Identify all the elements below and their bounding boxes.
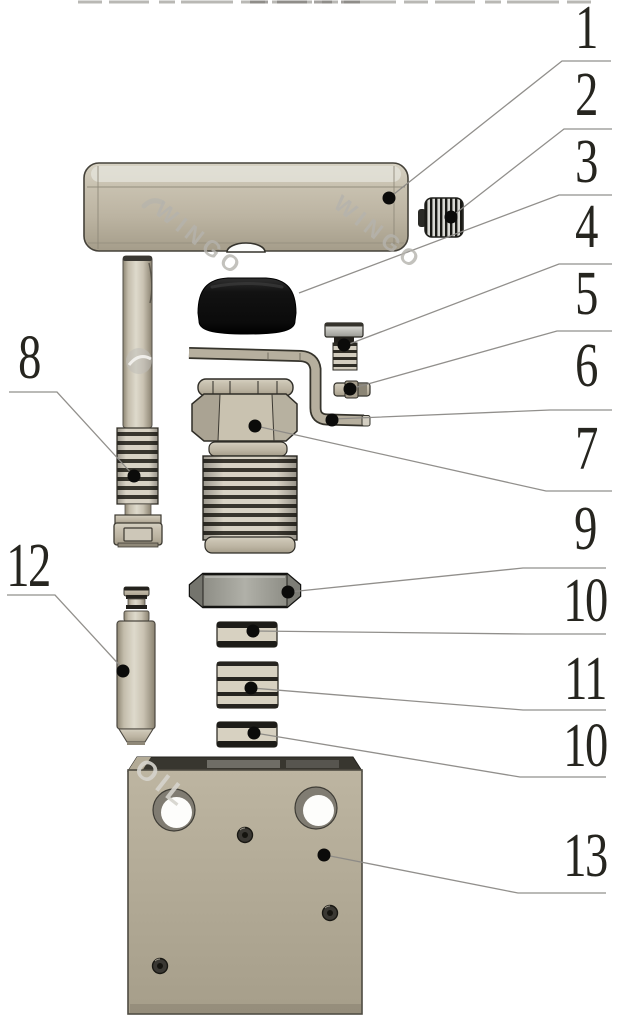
plunger xyxy=(116,586,156,745)
callout-label-4: 4 xyxy=(575,193,598,261)
watermark-crescent xyxy=(141,198,164,209)
threaded-rod xyxy=(113,255,163,548)
callout-label-10-upper: 10 xyxy=(563,567,608,635)
screw-hole xyxy=(151,957,169,975)
callout-label-3: 3 xyxy=(575,128,598,196)
rubber-cap xyxy=(197,277,297,335)
callout-label-7: 7 xyxy=(575,415,598,483)
callout-label-10-lower: 10 xyxy=(563,712,608,780)
washer-lower xyxy=(216,721,278,748)
valve-body xyxy=(191,378,298,554)
handle-bar xyxy=(83,162,409,253)
watermark-logo xyxy=(126,348,152,374)
hex-nut xyxy=(188,572,302,609)
callout-label-6: 6 xyxy=(575,332,598,400)
screw-hole xyxy=(236,826,254,844)
callout-dots xyxy=(116,191,458,862)
callout-label-5: 5 xyxy=(575,260,598,328)
leader-lines xyxy=(7,60,612,894)
callout-label-8: 8 xyxy=(18,324,41,392)
callout-label-1: 1 xyxy=(575,0,598,62)
handle-notch xyxy=(226,242,266,253)
callout-label-9: 9 xyxy=(574,495,597,563)
screw-hole xyxy=(321,904,339,922)
callout-label-13: 13 xyxy=(563,822,608,890)
callout-label-12: 12 xyxy=(6,532,51,600)
callout-label-2: 2 xyxy=(575,61,598,129)
knurled-set-screw xyxy=(418,197,464,238)
callout-label-11: 11 xyxy=(564,645,607,713)
base-block xyxy=(127,756,363,1015)
washer-upper xyxy=(216,621,278,648)
